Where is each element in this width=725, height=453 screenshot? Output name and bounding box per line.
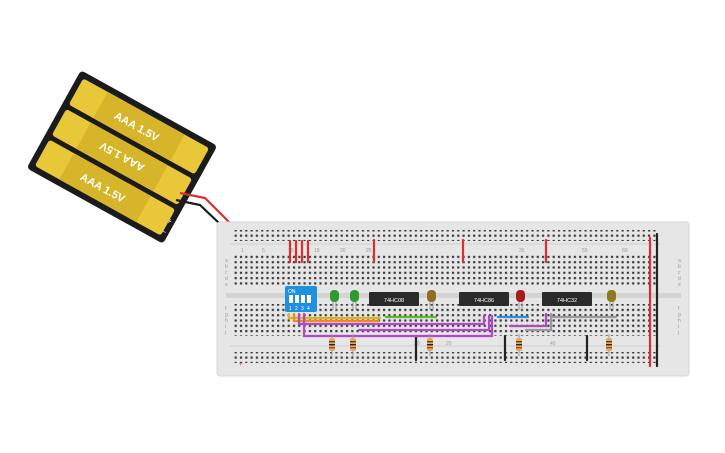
- svg-text:d: d: [678, 276, 681, 282]
- top-power-rail: [232, 230, 657, 241]
- svg-text:g: g: [225, 312, 228, 318]
- svg-text:g: g: [678, 312, 681, 318]
- wires[interactable]: [287, 232, 659, 368]
- led-yellow-2[interactable]: [607, 290, 616, 310]
- minus-label: −: [159, 226, 168, 237]
- dip-toggle-4[interactable]: [307, 295, 311, 303]
- dip-pos-2: 2: [295, 306, 298, 312]
- col-num: 5: [262, 248, 265, 254]
- col-num: 25: [366, 248, 372, 254]
- wire-yellow: [287, 312, 382, 320]
- bottom-power-rail: [232, 352, 657, 363]
- dip-on-label: ON: [288, 289, 296, 295]
- dip-toggle-3[interactable]: [301, 295, 305, 303]
- svg-text:h: h: [678, 318, 681, 324]
- svg-text:h: h: [225, 318, 228, 324]
- dip-pos-1: 1: [289, 306, 292, 312]
- col-num: 1: [241, 248, 244, 254]
- resistor-2: [350, 334, 356, 356]
- svg-text:a: a: [225, 258, 228, 264]
- svg-text:b: b: [678, 264, 681, 270]
- wire-purple-1: [297, 312, 486, 326]
- col-num: 60: [622, 248, 628, 254]
- svg-text:f: f: [225, 306, 227, 312]
- resistors[interactable]: [329, 334, 612, 356]
- col-num: 20: [340, 248, 346, 254]
- resistor-5: [606, 334, 612, 356]
- chip-74hc86[interactable]: 74HC86: [459, 292, 509, 306]
- col-num: 40: [550, 341, 556, 347]
- dip-pos-4: 4: [307, 306, 310, 312]
- leds[interactable]: [330, 290, 616, 310]
- svg-text:j: j: [224, 330, 226, 336]
- plus-label: +: [165, 215, 174, 226]
- wire-gray-2: [524, 312, 553, 332]
- svg-text:j: j: [677, 330, 679, 336]
- dip-switch[interactable]: ON 1 2 3 4: [285, 286, 317, 312]
- wire-purple-2: [357, 314, 491, 332]
- col-num: 55: [582, 248, 588, 254]
- svg-text:i: i: [225, 324, 226, 330]
- wire-purple-3: [302, 312, 494, 338]
- svg-text:e: e: [225, 282, 228, 288]
- resistor-4: [516, 334, 522, 356]
- center-channel: [226, 293, 681, 298]
- chip-74hc32[interactable]: 74HC32: [542, 292, 592, 306]
- dip-pos-3: 3: [301, 306, 304, 312]
- col-num: 15: [314, 248, 320, 254]
- led-yellow-1[interactable]: [427, 290, 436, 310]
- led-green-1[interactable]: [330, 290, 339, 310]
- led-green-2[interactable]: [350, 290, 359, 310]
- chip-label-2: 74HC86: [474, 298, 494, 304]
- breadboard[interactable]: 1 5 10 15 20 25 30 20 35 40 55 60 a b c …: [216, 221, 690, 377]
- col-num: 20: [446, 341, 452, 347]
- chip-74hc08[interactable]: 74HC08: [369, 292, 419, 306]
- svg-text:d: d: [225, 276, 228, 282]
- svg-text:b: b: [225, 264, 228, 270]
- row-letters: a b c d e f g h i j a b c d e f g h i j: [224, 258, 681, 336]
- dip-toggle-2[interactable]: [295, 295, 299, 303]
- svg-text:f: f: [678, 306, 680, 312]
- dip-toggle-1[interactable]: [289, 295, 293, 303]
- chip-label-1: 74HC08: [384, 298, 404, 304]
- svg-text:a: a: [678, 258, 681, 264]
- chip-label-3: 74HC32: [557, 298, 577, 304]
- wire-orange: [292, 312, 380, 323]
- rail-plus-marker: +: [239, 362, 243, 368]
- col-num: 35: [519, 248, 525, 254]
- battery-pack[interactable]: AAA 1.5V AAA 1.5V AAA 1.5V + −: [27, 70, 218, 244]
- svg-text:c: c: [225, 270, 228, 276]
- wire-purple-4: [508, 312, 548, 328]
- svg-text:i: i: [678, 324, 679, 330]
- svg-text:e: e: [678, 282, 681, 288]
- resistor-1: [329, 334, 335, 356]
- svg-text:c: c: [678, 270, 681, 276]
- led-red-1[interactable]: [516, 290, 525, 310]
- resistor-3: [427, 334, 433, 356]
